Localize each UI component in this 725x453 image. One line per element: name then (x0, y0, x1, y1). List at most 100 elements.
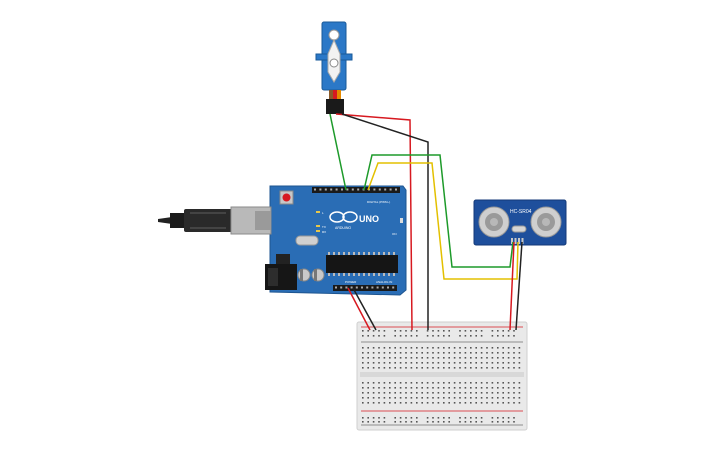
breadboard-hole (437, 335, 440, 337)
analog-label: ANALOG IN (376, 280, 392, 284)
breadboard-hole (459, 367, 461, 369)
chip-pin (348, 273, 350, 276)
breadboard-hole (464, 392, 467, 394)
breadboard-hole (432, 352, 434, 354)
breadboard-hole (513, 421, 515, 423)
breadboard-hole (497, 417, 499, 419)
breadboard-hole (459, 335, 461, 337)
breadboard-hole (443, 421, 445, 423)
breadboard-hole (432, 330, 434, 332)
breadboard-hole (486, 392, 488, 394)
breadboard-hole (448, 392, 450, 394)
breadboard-hole (383, 382, 386, 384)
servo-motor[interactable] (315, 21, 353, 114)
breadboard-hole (518, 362, 521, 364)
header-pin (384, 188, 387, 191)
breadboard-hole (448, 330, 450, 332)
breadboard-hole (383, 367, 386, 369)
breadboard-hole (416, 335, 418, 337)
breadboard-hole (416, 421, 418, 423)
sensor-pin (511, 238, 513, 244)
breadboard-hole (437, 392, 440, 394)
breadboard-hole (383, 421, 386, 423)
header-pin (319, 188, 322, 191)
breadboard-hole (437, 421, 440, 423)
arduino-board[interactable]: UNO ARDUINO DIGITAL (PWM~) POWER ANALOG … (158, 185, 407, 296)
header-pin (357, 188, 360, 191)
breadboard-hole (507, 387, 510, 389)
breadboard-hole (421, 352, 423, 354)
breadboard-hole (491, 382, 494, 384)
breadboard-hole (491, 330, 494, 332)
breadboard-hole (367, 402, 369, 404)
breadboard-hole (416, 402, 418, 404)
breadboard-hole (383, 347, 386, 349)
breadboard-hole (448, 402, 450, 404)
breadboard-hole (475, 367, 477, 369)
breadboard-hole (399, 382, 402, 384)
wire-arduino-5v[interactable] (347, 287, 371, 331)
wire-servo-ground[interactable] (341, 113, 429, 330)
header-pin (361, 286, 363, 289)
chip-pin (368, 252, 370, 255)
wire-sensor-echo[interactable] (363, 154, 514, 268)
breadboard-hole (448, 397, 450, 399)
sensor-model-label: HC-SR04 (510, 209, 532, 215)
breadboard-hole (394, 330, 396, 332)
breadboard-hole (399, 421, 402, 423)
breadboard-hole (410, 352, 413, 354)
breadboard-hole (378, 357, 380, 359)
breadboard-hole (459, 382, 461, 384)
wire-arduino-ground[interactable] (352, 287, 377, 331)
breadboard-hole (486, 347, 488, 349)
breadboard-hole (394, 362, 396, 364)
breadboard-hole (453, 397, 456, 399)
breadboard-hole (443, 397, 445, 399)
breadboard-hole (502, 352, 504, 354)
header-pin (389, 188, 392, 191)
wire-servo-power[interactable] (335, 113, 413, 331)
chip-pin (373, 252, 375, 255)
breadboard-hole (513, 402, 515, 404)
breadboard-hole (491, 335, 494, 337)
arduino-logo (329, 211, 358, 223)
breadboard-hole (367, 352, 369, 354)
breadboard-hole (453, 387, 456, 389)
breadboard-hole (383, 397, 386, 399)
breadboard-hole (405, 352, 407, 354)
breadboard-hole (421, 367, 423, 369)
breadboard-hole (497, 397, 499, 399)
breadboard-hole (470, 382, 472, 384)
wire-sensor-trigger[interactable] (367, 162, 519, 280)
breadboard[interactable] (356, 321, 528, 431)
wire-sensor-ground[interactable] (515, 241, 523, 331)
breadboard-hole (405, 347, 407, 349)
breadboard-hole (372, 330, 375, 332)
breadboard-hole (362, 392, 364, 394)
breadboard-hole (486, 387, 488, 389)
wire-sensor-power[interactable] (509, 241, 515, 331)
breadboard-hole (405, 357, 407, 359)
breadboard-hole (475, 362, 477, 364)
breadboard-hole (448, 352, 450, 354)
breadboard-hole (491, 367, 494, 369)
breadboard-hole (426, 357, 429, 359)
sensor-crystal (511, 225, 527, 233)
wire-servo-signal[interactable] (329, 113, 347, 191)
breadboard-hole (394, 335, 396, 337)
breadboard-hole (362, 335, 364, 337)
breadboard-hole (518, 392, 521, 394)
breadboard-hole (518, 382, 521, 384)
voltage-regulator (276, 254, 290, 264)
header-pin (335, 188, 338, 191)
breadboard-hole (410, 367, 413, 369)
breadboard-hole (470, 357, 472, 359)
breadboard-hole (410, 335, 413, 337)
ultrasonic-sensor[interactable]: HC-SR04 (473, 199, 567, 246)
breadboard-hole (399, 330, 402, 332)
breadboard-hole (362, 352, 364, 354)
breadboard-hole (470, 330, 472, 332)
breadboard-hole (459, 387, 461, 389)
breadboard-hole (362, 421, 364, 423)
breadboard-hole (432, 367, 434, 369)
